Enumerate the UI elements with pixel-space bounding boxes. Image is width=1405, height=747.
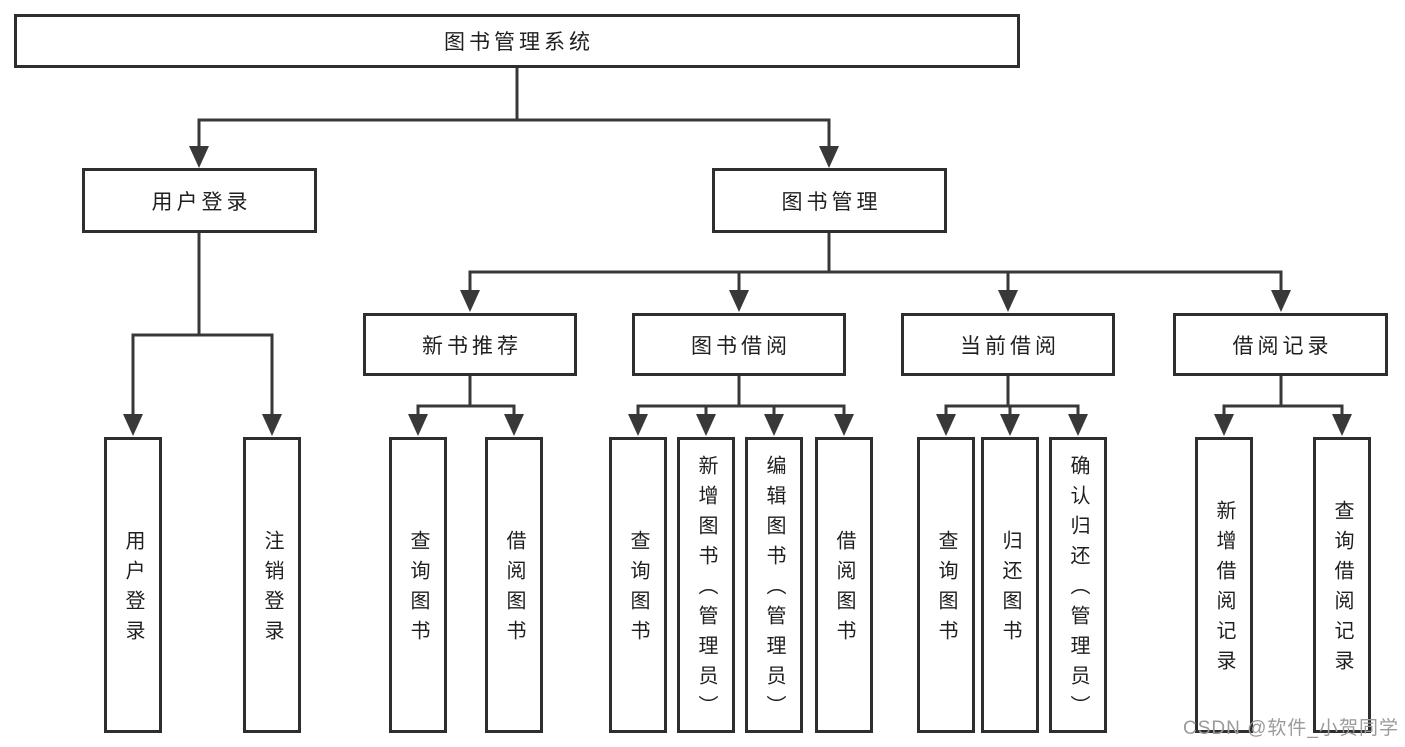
leaf-add-books-admin-label: 新增图书（管理员） [695,455,717,725]
leaf-query-books-3: 查询图书 [917,437,975,733]
leaf-borrow-books-2-label: 借阅图书 [833,530,855,650]
leaf-confirm-return-admin: 确认归还（管理员） [1049,437,1107,733]
node-root: 图书管理系统 [14,14,1020,68]
leaf-logout: 注销登录 [243,437,301,733]
node-borrow-records: 借阅记录 [1173,313,1388,376]
node-book-management-label: 图书管理 [781,190,882,214]
leaf-query-books-2: 查询图书 [609,437,667,733]
leaf-edit-books-admin-label: 编辑图书（管理员） [763,455,785,725]
node-book-management: 图书管理 [712,168,947,233]
leaf-logout-label: 注销登录 [261,530,283,650]
leaf-borrow-books-1: 借阅图书 [485,437,543,733]
node-new-book-recommend-label: 新书推荐 [422,334,522,358]
node-root-label: 图书管理系统 [444,31,594,54]
node-book-borrow-label: 图书借阅 [691,334,791,358]
leaf-query-borrow-record-label: 查询借阅记录 [1331,500,1353,680]
node-book-borrow: 图书借阅 [632,313,846,376]
leaf-add-borrow-record-label: 新增借阅记录 [1213,500,1235,680]
arrow-heads [123,146,1352,436]
leaf-return-books-label: 归还图书 [999,530,1021,650]
watermark: CSDN @软件_小贺同学 [1183,718,1399,739]
leaf-user-login-label: 用户登录 [122,530,144,650]
leaf-edit-books-admin: 编辑图书（管理员） [745,437,803,733]
node-current-borrow: 当前借阅 [901,313,1115,376]
node-borrow-records-label: 借阅记录 [1232,334,1333,358]
node-user-login-label: 用户登录 [151,190,252,214]
leaf-add-books-admin: 新增图书（管理员） [677,437,735,733]
leaf-confirm-return-admin-label: 确认归还（管理员） [1067,455,1089,725]
leaf-borrow-books-1-label: 借阅图书 [503,530,525,650]
node-current-borrow-label: 当前借阅 [960,334,1060,358]
node-user-login: 用户登录 [82,168,317,233]
leaf-query-books-2-label: 查询图书 [627,530,649,650]
leaf-query-books-1: 查询图书 [389,437,447,733]
leaf-query-books-3-label: 查询图书 [935,530,957,650]
leaf-borrow-books-2: 借阅图书 [815,437,873,733]
leaf-add-borrow-record: 新增借阅记录 [1195,437,1253,733]
node-new-book-recommend: 新书推荐 [363,313,577,376]
leaf-return-books: 归还图书 [981,437,1039,733]
leaf-query-books-1-label: 查询图书 [407,530,429,650]
leaf-user-login: 用户登录 [104,437,162,733]
leaf-query-borrow-record: 查询借阅记录 [1313,437,1371,733]
